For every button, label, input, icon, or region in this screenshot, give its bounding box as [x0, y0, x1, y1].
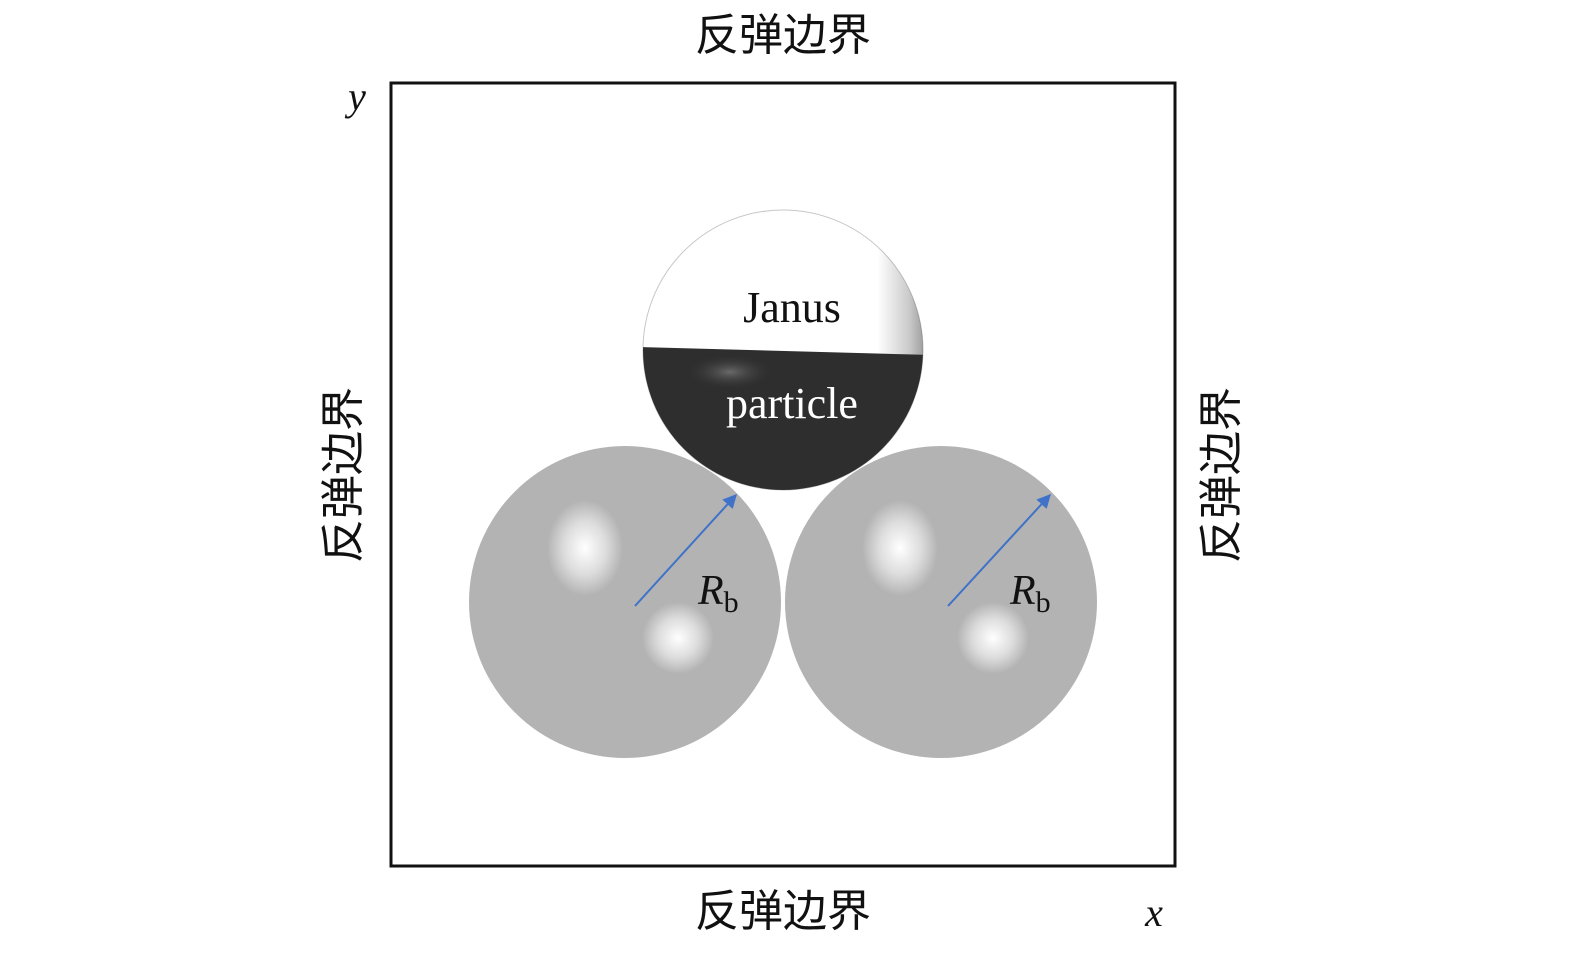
- obstacle-right: Rb: [785, 446, 1097, 758]
- boundary-label-top: 反弹边界: [695, 10, 871, 61]
- obstacle-right-highlight-upper: [862, 500, 938, 596]
- obstacle-left-highlight-upper: [547, 500, 623, 596]
- janus-particle: Janus particle: [642, 209, 924, 491]
- obstacle-left: Rb: [469, 446, 781, 758]
- simulation-box: [389, 81, 1177, 868]
- radius-label-left: Rb: [697, 568, 739, 619]
- obstacle-left-body: [469, 446, 781, 758]
- radius-subscript-right: b: [1036, 586, 1051, 619]
- radius-arrow-right: [947, 493, 1051, 607]
- radius-symbol-left: R: [697, 568, 724, 614]
- janus-dark-highlight: [685, 354, 775, 390]
- janus-label-top: Janus: [743, 283, 841, 332]
- radius-symbol-right: R: [1009, 568, 1036, 614]
- janus-light-hemisphere: [643, 210, 923, 355]
- boundary-label-left: 反弹边界: [318, 387, 369, 563]
- radius-arrow-left: [634, 493, 737, 607]
- axis-label-y: y: [344, 74, 366, 119]
- janus-label-bottom: particle: [726, 379, 858, 428]
- boundary-label-bottom: 反弹边界: [695, 886, 871, 937]
- boundary-label-right: 反弹边界: [1196, 387, 1247, 563]
- axis-label-x: x: [1144, 890, 1163, 935]
- radius-subscript-left: b: [724, 586, 739, 619]
- obstacle-left-highlight-lower: [642, 602, 714, 674]
- radius-label-right: Rb: [1009, 568, 1051, 619]
- obstacle-right-body: [785, 446, 1097, 758]
- obstacle-right-highlight-lower: [957, 602, 1029, 674]
